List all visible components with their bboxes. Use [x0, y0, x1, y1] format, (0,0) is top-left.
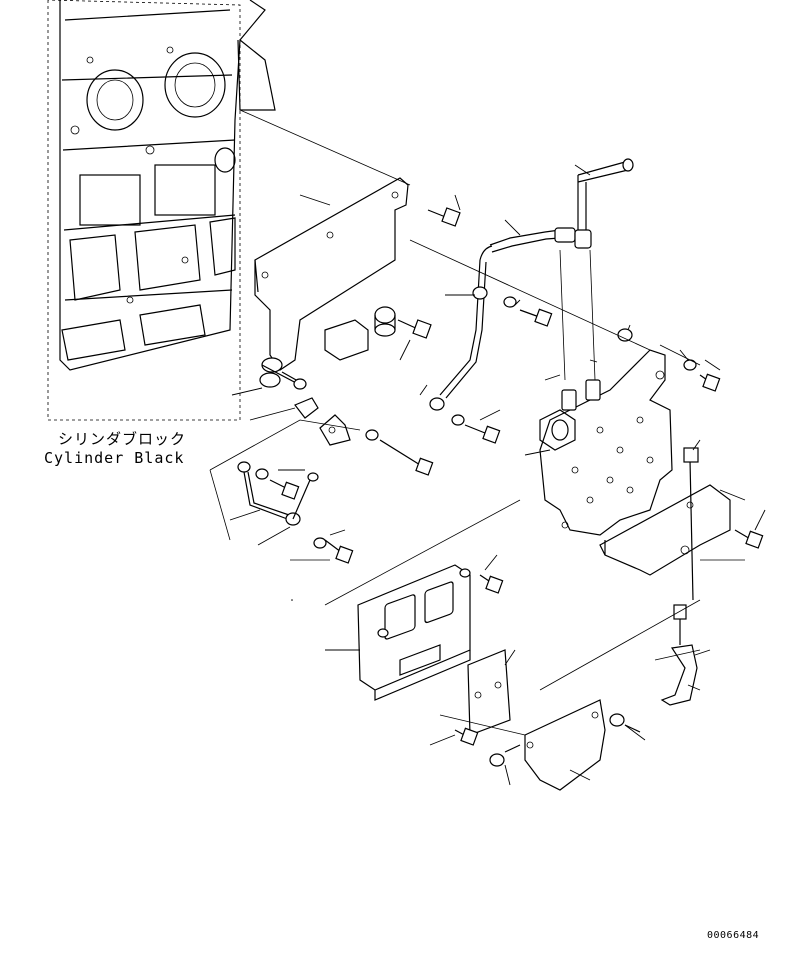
ground-strap	[237, 461, 319, 526]
stray-dot	[291, 599, 293, 601]
cylinder-block	[47, 0, 276, 421]
ecu-controller	[357, 564, 504, 701]
cylinder-block-label-jp: シリンダブロック	[58, 430, 187, 448]
clamp-bracket	[660, 604, 698, 706]
hydraulic-tube	[429, 158, 634, 411]
clip-bracket	[294, 397, 351, 446]
assembly-guide-lines	[209, 109, 745, 736]
cylinder-block-label-en: Cylinder Black	[44, 449, 185, 467]
cover-plate	[489, 699, 641, 791]
leader-lines	[229, 164, 766, 786]
ecu-bracket	[454, 649, 511, 746]
drawing-number: 00066484	[707, 930, 760, 941]
mounting-bracket-plate	[254, 177, 409, 390]
angle-bracket	[599, 447, 764, 601]
valve-manifold	[539, 328, 721, 536]
bolt-set	[255, 207, 553, 564]
